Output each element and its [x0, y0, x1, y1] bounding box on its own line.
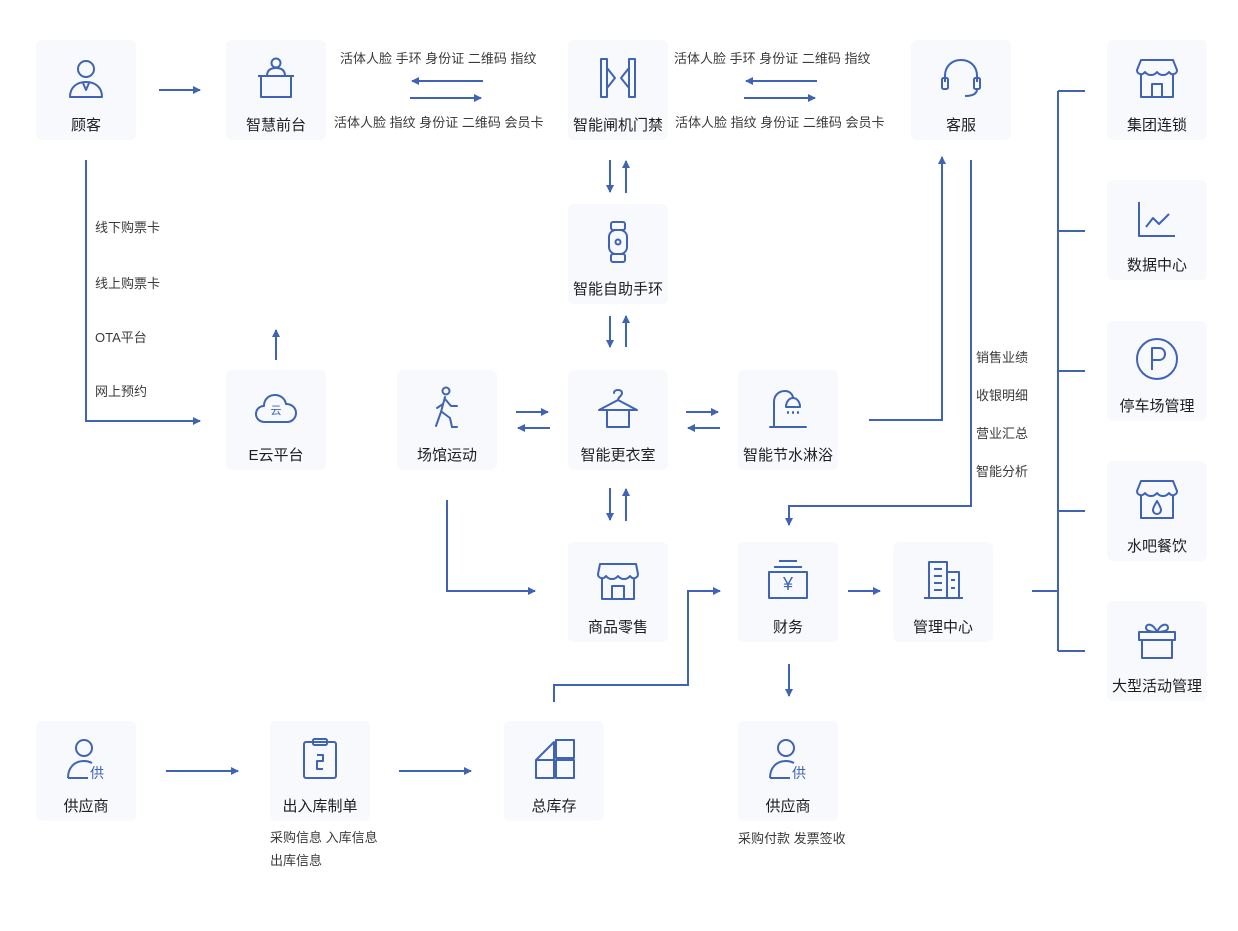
node-warehouse: 总库存	[504, 721, 604, 821]
node-supplier-left: 供 供应商	[36, 721, 136, 821]
node-label: E云平台	[248, 447, 304, 464]
stock-info-label: 出库信息	[270, 853, 323, 868]
node-label: 管理中心	[912, 619, 973, 636]
node-label: 总库存	[531, 798, 577, 815]
reception-icon	[254, 56, 298, 100]
channel-label: 线上购票卡	[95, 276, 161, 291]
supplier-person-icon: 供	[64, 737, 108, 781]
node-label: 顾客	[70, 117, 101, 134]
node-label: 数据中心	[1126, 257, 1187, 274]
node-management: 管理中心	[893, 542, 993, 642]
node-label: 水吧餐饮	[1126, 538, 1187, 555]
shop-icon	[1135, 56, 1179, 100]
channel-label: 网上预约	[95, 384, 148, 399]
node-label: 智能闸机门禁	[572, 117, 663, 134]
node-label: 集团连锁	[1126, 117, 1187, 134]
annotation-gate-service-top: 活体人脸 手环 身份证 二维码 指纹	[674, 51, 871, 66]
shower-icon	[766, 386, 810, 430]
node-events: 大型活动管理	[1107, 601, 1207, 701]
arrow-shower-to-service	[869, 156, 946, 421]
node-cloud: 云 E云平台	[226, 370, 326, 470]
arrow-venue-to-retail	[446, 500, 536, 595]
blocks-icon	[532, 737, 576, 781]
node-retail: 商品零售	[568, 542, 668, 642]
node-label: 商品零售	[587, 619, 648, 636]
node-label: 客服	[945, 117, 976, 134]
report-label: 销售业绩	[976, 350, 1029, 365]
node-supplier-right: 供 供应商	[738, 721, 838, 821]
line-chart-icon	[1135, 196, 1179, 240]
node-service: 客服	[911, 40, 1011, 140]
node-water-bar: 水吧餐饮	[1107, 461, 1207, 561]
node-label: 智能节水淋浴	[742, 447, 833, 464]
wristband-icon	[596, 220, 640, 264]
node-label: 停车场管理	[1119, 398, 1195, 415]
gift-icon	[1135, 617, 1179, 661]
clipboard-icon	[298, 737, 342, 781]
node-data-center: 数据中心	[1107, 180, 1207, 280]
node-wristband: 智能自助手环	[568, 204, 668, 304]
headset-icon	[939, 56, 983, 100]
channel-label: OTA平台	[95, 330, 147, 345]
cloud-icon-text: 云	[270, 405, 282, 417]
node-label: 大型活动管理	[1111, 678, 1202, 695]
report-label: 营业汇总	[976, 426, 1029, 441]
node-parking: 停车场管理	[1107, 321, 1207, 421]
storefront-icon	[596, 558, 640, 602]
node-locker: 智能更衣室	[568, 370, 668, 470]
supplier-payment-label: 采购付款 发票签收	[738, 831, 846, 846]
arrow-warehouse-to-finance	[553, 587, 721, 702]
channel-label: 线下购票卡	[95, 220, 161, 235]
supplier-icon-text: 供	[792, 765, 806, 781]
arrow-customer-to-cloud	[85, 160, 201, 425]
node-label: 智慧前台	[245, 117, 306, 134]
node-gate: 智能闸机门禁	[568, 40, 668, 140]
annotation-desk-gate-bottom: 活体人脸 指纹 身份证 二维码 会员卡	[334, 115, 544, 130]
node-label: 财务	[772, 619, 803, 636]
node-label: 供应商	[63, 798, 109, 815]
supplier-icon-text: 供	[90, 765, 104, 781]
node-shower: 智能节水淋浴	[738, 370, 838, 470]
node-customer: 顾客	[36, 40, 136, 140]
node-label: 供应商	[765, 798, 811, 815]
node-label: 出入库制单	[282, 798, 358, 815]
running-person-icon	[425, 386, 469, 430]
annotation-gate-service-bottom: 活体人脸 指纹 身份证 二维码 会员卡	[675, 115, 885, 130]
hanger-icon	[596, 386, 640, 430]
turnstile-icon	[596, 56, 640, 100]
node-front-desk: 智慧前台	[226, 40, 326, 140]
node-label: 场馆运动	[416, 447, 477, 464]
annotation-desk-gate-top: 活体人脸 手环 身份证 二维码 指纹	[340, 51, 537, 66]
node-group-chain: 集团连锁	[1107, 40, 1207, 140]
arrow-service-to-finance	[785, 160, 972, 526]
node-label: 智能更衣室	[580, 447, 656, 464]
node-label: 智能自助手环	[572, 281, 663, 298]
supplier-person-icon: 供	[766, 737, 810, 781]
drink-shop-icon	[1135, 477, 1179, 521]
node-stock-order: 出入库制单	[270, 721, 370, 821]
stock-info-label: 采购信息 入库信息	[270, 830, 378, 845]
cash-register-icon: ¥	[766, 558, 810, 602]
report-label: 智能分析	[976, 464, 1029, 479]
finance-icon-text: ¥	[782, 574, 793, 594]
building-icon	[921, 558, 965, 602]
node-venue: 场馆运动	[397, 370, 497, 470]
person-icon	[64, 56, 108, 100]
node-finance: ¥ 财务	[738, 542, 838, 642]
parking-icon	[1135, 337, 1179, 381]
cloud-icon: 云	[254, 386, 298, 430]
report-label: 收银明细	[976, 388, 1029, 403]
